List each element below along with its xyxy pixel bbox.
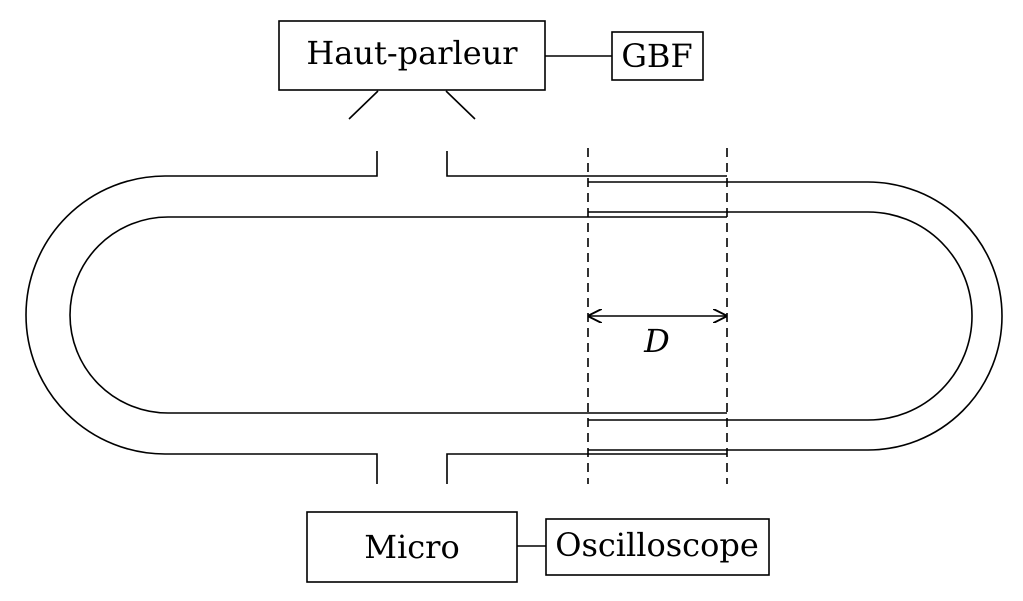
oscilloscope-box: Oscilloscope [545,518,770,576]
microphone-label: Micro [364,528,459,566]
outer-tube-left [25,151,378,484]
speaker-label: Haut-parleur [306,34,518,72]
outer-tube-top-right [446,151,727,177]
distance-label: D [643,322,670,360]
speaker-cone-right [445,90,476,120]
speaker-box: Haut-parleur [278,20,546,91]
microphone-box: Micro [306,511,518,583]
slider-inner-wall [588,211,973,421]
outer-tube-bottom-right [446,453,727,484]
slider-outer-wall [588,181,1003,451]
speaker-cone-left [348,90,379,120]
generator-box: GBF [611,31,704,81]
generator-label: GBF [621,37,692,75]
inner-tube-left [69,216,727,414]
oscilloscope-label: Oscilloscope [555,526,759,564]
